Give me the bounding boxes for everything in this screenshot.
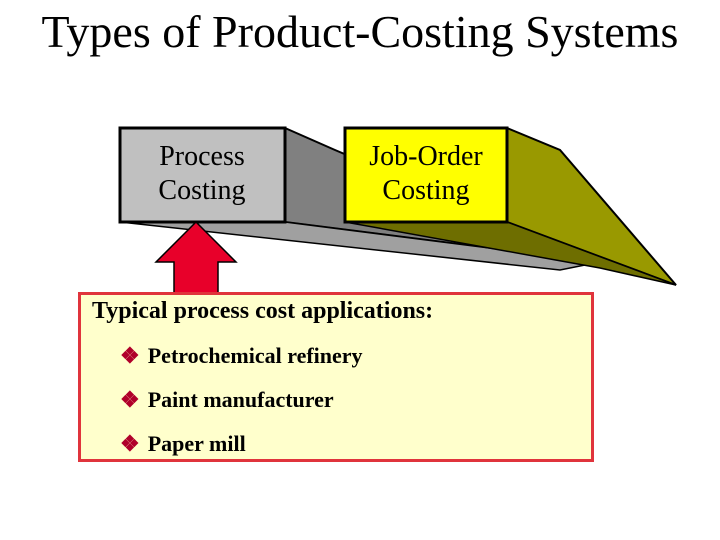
diamond-clover-bullet-icon: ❖: [120, 387, 140, 412]
diamond-clover-bullet-icon: ❖: [120, 431, 140, 456]
diamond-clover-bullet-icon: ❖: [120, 343, 140, 368]
application-item-label: Paint manufacturer: [147, 387, 334, 412]
page-title: Types of Product-Costing Systems: [41, 6, 679, 57]
application-item-label: Paper mill: [147, 431, 246, 456]
application-item: ❖ Petrochemical refinery: [120, 342, 363, 370]
applications-heading: Typical process cost applications:: [92, 298, 434, 324]
application-item-label: Petrochemical refinery: [147, 343, 363, 368]
process-box: [118, 126, 287, 224]
job-order-costing-label: Job-Order Costing: [369, 141, 483, 206]
application-item: ❖ Paint manufacturer: [120, 386, 334, 414]
applications-panel: [78, 292, 594, 462]
process-costing-label: Process Costing: [158, 141, 246, 206]
job-order-box: [343, 126, 509, 224]
application-item: ❖ Paper mill: [120, 430, 246, 458]
